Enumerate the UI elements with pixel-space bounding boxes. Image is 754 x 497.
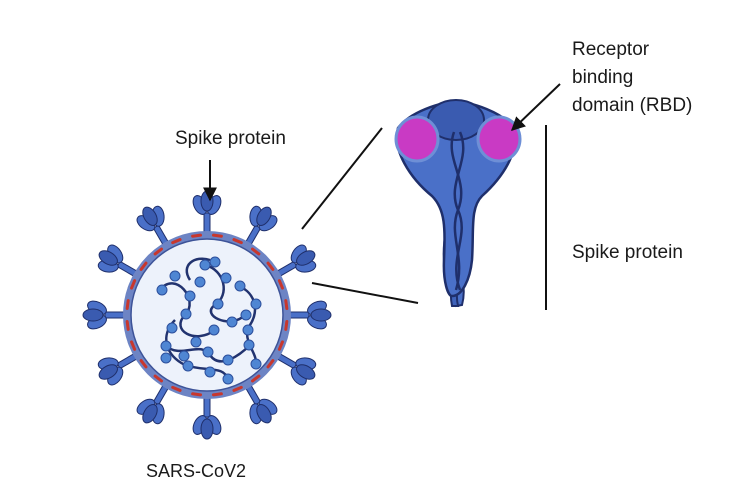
spike-protein-detail-illustration <box>394 99 522 308</box>
membrane-protein <box>251 374 261 383</box>
membrane-protein <box>139 261 148 271</box>
nucleocapsid-bead <box>178 350 190 362</box>
spike <box>284 300 332 330</box>
spike-lobe <box>256 404 272 424</box>
spike-lobe <box>200 418 214 440</box>
nucleocapsid-bead <box>184 290 196 302</box>
spike-lobe <box>200 190 214 212</box>
nucleocapsid-bead <box>208 324 220 336</box>
spike-lobe <box>310 308 332 322</box>
nucleocapsid-bead <box>234 280 246 292</box>
membrane-protein <box>125 299 130 311</box>
spike <box>242 205 278 250</box>
spike-lobe <box>296 250 316 266</box>
nucleocapsid-bead <box>199 259 211 271</box>
rbd-left <box>394 115 440 163</box>
rbd-label-line-1: Receptor <box>572 39 650 60</box>
membrane-protein <box>153 374 163 383</box>
nucleocapsid-bead <box>180 308 192 320</box>
nucleocapsid-bead <box>156 284 168 296</box>
spike-lobe <box>142 206 158 226</box>
nucleocapsid-bead <box>222 373 234 385</box>
membrane-protein <box>211 392 223 397</box>
membrane-protein <box>171 238 182 245</box>
zoom-line-top <box>301 127 383 230</box>
nucleocapsid-bead <box>250 358 262 370</box>
nucleocapsid-bead <box>190 336 202 348</box>
rna-strand <box>185 257 211 281</box>
nucleocapsid-bead <box>209 256 221 268</box>
nucleocapsid-bead <box>202 346 214 358</box>
virus-name-label: SARS-CoV2 <box>146 461 247 481</box>
virus-membrane-inner-edge <box>130 238 284 392</box>
spike-lobe <box>296 364 316 380</box>
membrane-protein <box>191 233 203 238</box>
nucleocapsid-bead <box>243 339 255 351</box>
rbd-label-line-2: binding <box>572 67 634 88</box>
nucleocapsid-bead <box>194 276 206 288</box>
membrane-protein <box>211 233 223 238</box>
central-strand-b <box>453 131 465 291</box>
spike <box>82 300 130 330</box>
membrane-protein <box>251 247 261 256</box>
membrane-protein <box>153 247 163 256</box>
nucleocapsid-bead <box>204 366 216 378</box>
nucleocapsid-bead <box>166 322 178 334</box>
nucleocapsid-bead <box>182 360 194 372</box>
membrane-protein <box>277 340 284 351</box>
spike <box>192 392 222 440</box>
spike-lobe <box>98 364 118 380</box>
membrane-protein <box>232 385 243 392</box>
spike-lobe <box>98 250 118 266</box>
membrane-protein <box>130 279 137 290</box>
spike-lobe <box>142 404 158 424</box>
membrane-protein <box>284 299 289 311</box>
spike-lobe <box>256 206 272 226</box>
spike <box>192 190 222 238</box>
membrane-protein <box>125 319 130 331</box>
nucleocapsid-bead <box>160 340 172 352</box>
nucleocapsid-bead <box>222 354 234 366</box>
nucleocapsid-bead <box>220 272 232 284</box>
membrane-protein <box>284 319 289 331</box>
membrane-protein <box>277 279 284 290</box>
membrane-protein <box>139 359 148 369</box>
sars-cov2-virus-illustration <box>82 190 332 440</box>
spike-protein-label-virus: Spike protein <box>175 128 286 149</box>
nucleocapsid-bead <box>240 309 252 321</box>
membrane-protein <box>171 385 182 392</box>
spike <box>97 244 142 280</box>
rbd-arrow <box>510 83 561 131</box>
rbd-right <box>476 115 522 163</box>
nucleocapsid-bead <box>242 324 254 336</box>
rbd-label-line-3: domain (RBD) <box>572 95 693 116</box>
membrane-protein <box>232 238 243 245</box>
membrane-protein <box>266 359 275 369</box>
membrane-protein <box>266 261 275 271</box>
nucleocapsid-bead <box>212 298 224 310</box>
nucleocapsid-bead <box>226 316 238 328</box>
rbd-label: Receptor binding domain (RBD) <box>572 36 692 120</box>
zoom-line-bottom <box>311 282 419 304</box>
nucleocapsid-bead <box>160 352 172 364</box>
spike-lobe <box>82 308 104 322</box>
nucleocapsid-bead <box>169 270 181 282</box>
membrane-protein <box>130 340 137 351</box>
membrane-protein <box>191 392 203 397</box>
nucleocapsid-bead <box>250 298 262 310</box>
spike-protein-label-detail: Spike protein <box>572 242 683 263</box>
